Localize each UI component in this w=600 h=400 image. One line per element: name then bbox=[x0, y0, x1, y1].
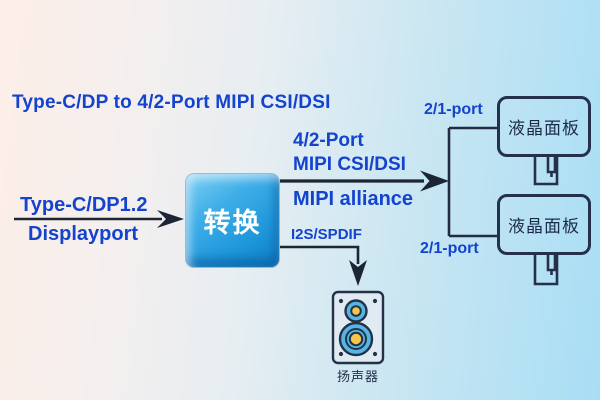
display-branch-lines bbox=[447, 126, 498, 238]
converter-box: 转换 bbox=[186, 174, 279, 267]
input-name-label: Displayport bbox=[28, 223, 139, 245]
connector-plug-icon-bottom bbox=[533, 255, 559, 286]
mipi-arrow bbox=[280, 170, 449, 192]
audio-arrow bbox=[280, 245, 367, 286]
lcd-panel-bottom-label: 液晶面板 bbox=[508, 217, 580, 236]
video-output-interface-label: MIPI CSI/DSI bbox=[293, 154, 406, 175]
video-output-standard-label: MIPI alliance bbox=[293, 188, 414, 210]
input-arrow bbox=[14, 210, 184, 228]
lcd-panel-top-label: 液晶面板 bbox=[508, 119, 580, 138]
converter-label: 转换 bbox=[203, 208, 262, 238]
lcd-panel-bottom: 液晶面板 bbox=[497, 194, 591, 255]
audio-output-interface-label: I2S/SPDIF bbox=[291, 226, 362, 243]
connector-plug-icon-top bbox=[533, 157, 559, 186]
lcd-panel-top: 液晶面板 bbox=[497, 96, 591, 157]
speaker-label: 扬声器 bbox=[336, 369, 379, 384]
speaker-icon bbox=[331, 290, 385, 365]
input-protocol-label: Type-C/DP1.2 bbox=[20, 194, 148, 216]
diagram-title: Type-C/DP to 4/2-Port MIPI CSI/DSI bbox=[12, 92, 331, 113]
video-output-ports-label: 4/2-Port bbox=[293, 130, 364, 151]
bottom-port-label: 2/1-port bbox=[420, 240, 479, 257]
top-port-label: 2/1-port bbox=[424, 101, 483, 118]
